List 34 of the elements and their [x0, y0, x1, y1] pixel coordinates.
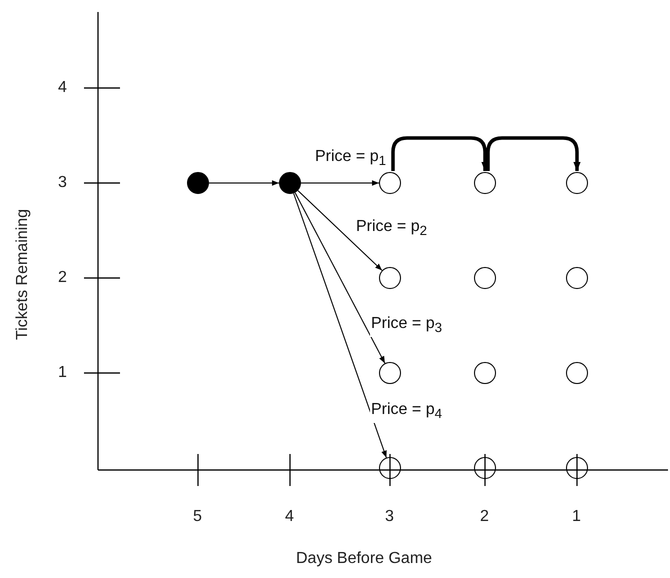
arrow	[300, 180, 380, 186]
filled-state-circle	[187, 172, 209, 194]
state-circle	[379, 172, 401, 194]
arrow	[293, 192, 387, 458]
state-circle	[379, 457, 401, 479]
state-circle	[566, 267, 588, 289]
state-circle	[379, 362, 401, 384]
edge-label: Price = p$_{3}$	[370, 315, 444, 338]
tick-label: 2	[58, 269, 67, 287]
tick-label: 1	[58, 364, 67, 382]
arrow	[297, 190, 383, 271]
tick-label: 3	[385, 508, 394, 526]
tick-label: 3	[58, 174, 67, 192]
state-circle	[474, 172, 496, 194]
axis-title: Days Before Game	[296, 550, 432, 568]
arrow	[208, 180, 280, 186]
state-circle	[474, 362, 496, 384]
state-circle	[474, 267, 496, 289]
tick-label: 5	[193, 508, 202, 526]
tick-label: 4	[285, 508, 294, 526]
edge-label: Price = p$_{4}$	[370, 401, 444, 424]
state-circle	[379, 267, 401, 289]
tick-label: 1	[572, 508, 581, 526]
state-circle	[566, 172, 588, 194]
filled-state-circle	[279, 172, 301, 194]
arrow	[486, 136, 581, 171]
arrow	[294, 192, 386, 364]
state-circle	[566, 457, 588, 479]
axis-title: Tickets Remaining	[14, 208, 32, 340]
state-circle	[474, 457, 496, 479]
state-circle	[566, 362, 588, 384]
tick-label: 4	[58, 79, 67, 97]
tick-label: 2	[480, 508, 489, 526]
arrow	[391, 136, 489, 171]
